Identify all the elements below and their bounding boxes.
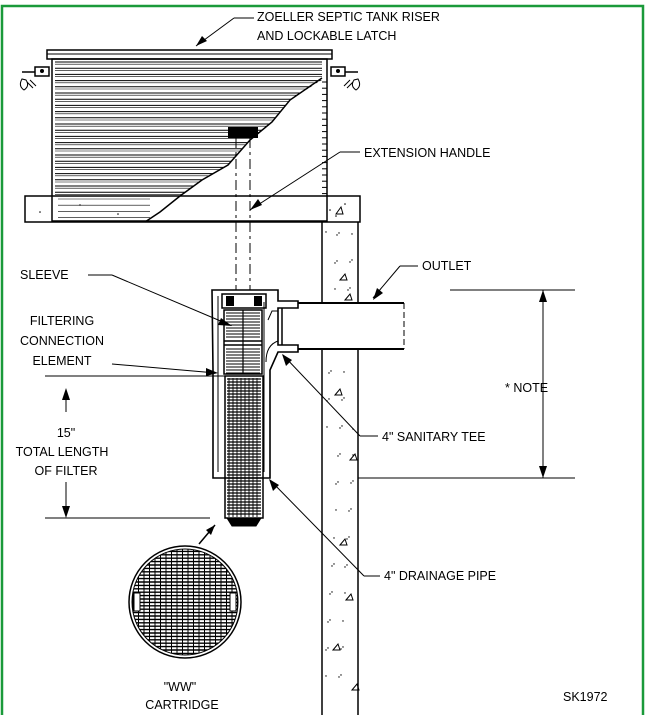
label-note: * NOTE (505, 381, 548, 395)
label-filtering-line3: ELEMENT (32, 354, 91, 368)
sleeve-cap (221, 293, 267, 309)
cartridge-mesh (227, 378, 261, 517)
riser-cutaway-line (144, 77, 323, 223)
filtering-connection-element (226, 310, 260, 374)
label-cartridge-line1: "WW" (164, 680, 196, 694)
riser-ribs (55, 61, 322, 218)
label-riser-line1: ZOELLER SEPTIC TANK RISER (257, 10, 440, 24)
right-latch (330, 66, 361, 91)
label-length-value: 15" (57, 426, 75, 440)
label-filtering-line2: CONNECTION (20, 334, 104, 348)
cartridge-detail-circle (128, 524, 242, 659)
label-length-line1: TOTAL LENGTH (16, 445, 109, 459)
leader-lines (88, 17, 418, 577)
label-sanitary-tee: 4" SANITARY TEE (382, 430, 486, 444)
filter-cartridge (224, 375, 264, 527)
label-riser-line2: AND LOCKABLE LATCH (257, 29, 396, 43)
label-drainage-pipe: 4" DRAINAGE PIPE (384, 569, 496, 583)
label-filtering-line1: FILTERING (30, 314, 94, 328)
riser-body (51, 58, 328, 222)
label-drawing-number: SK1972 (563, 690, 608, 704)
sanitary-tee (211, 289, 299, 479)
left-latch (19, 66, 50, 91)
outlet-pipe (275, 302, 405, 350)
callout-labels: ZOELLER SEPTIC TANK RISER AND LOCKABLE L… (16, 10, 608, 712)
riser-base-flange (24, 195, 361, 223)
label-extension-handle: EXTENSION HANDLE (364, 146, 490, 160)
label-outlet: OUTLET (422, 259, 472, 273)
extension-handle (228, 127, 258, 290)
frame-border (0, 4, 645, 715)
concrete-aggregate-marks (325, 231, 360, 691)
dimension-lines (45, 289, 575, 519)
label-cartridge-line2: CARTRIDGE (145, 698, 218, 712)
flange-texture (39, 203, 346, 217)
handle-grip (228, 127, 258, 138)
riser-right-ticks (322, 81, 327, 195)
label-length-line2: OF FILTER (35, 464, 98, 478)
label-sleeve: SLEEVE (20, 268, 69, 282)
tank-wall (321, 222, 360, 715)
septic-riser (19, 49, 361, 223)
